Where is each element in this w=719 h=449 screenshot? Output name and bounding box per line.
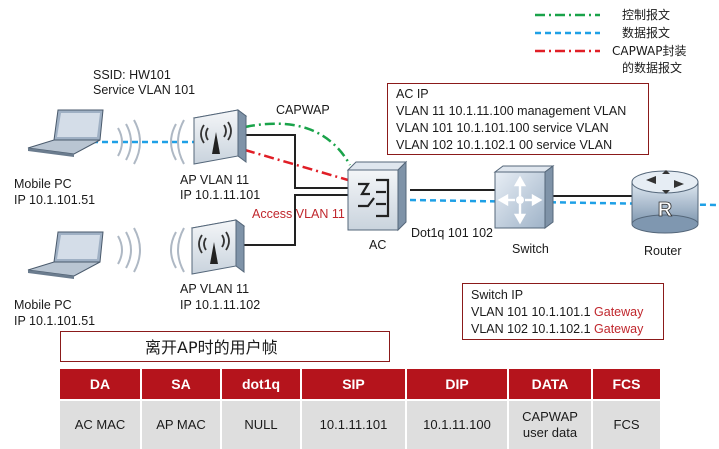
cell-data: CAPWAP user data	[509, 399, 593, 449]
cell-dot1q: NULL	[222, 399, 302, 449]
ac-ip-title: AC IP	[396, 87, 429, 101]
access-point-icon	[190, 219, 246, 275]
ap1-ip: IP 10.1.11.101	[180, 188, 261, 202]
legend-capwap-label: CAPWAP封装	[612, 44, 687, 58]
header-sip: SIP	[302, 369, 407, 399]
header-dot1q: dot1q	[222, 369, 302, 399]
cell-da: AC MAC	[60, 399, 142, 449]
ac-ip-row: VLAN 102 10.1.102.1 00 service VLAN	[396, 138, 613, 152]
ac-ip-row: VLAN 11 10.1.11.100 management VLAN	[396, 104, 627, 118]
header-fcs: FCS	[593, 369, 660, 399]
cell-sa: AP MAC	[142, 399, 222, 449]
switch-ip-row-text: VLAN 102 10.1.102.1	[471, 322, 595, 336]
wireless-waves-icon	[170, 119, 185, 165]
switch-icon	[493, 165, 555, 229]
ap2-vlan: AP VLAN 11	[180, 282, 250, 296]
wireless-waves-icon	[117, 119, 141, 165]
ap1-vlan: AP VLAN 11	[180, 173, 250, 187]
ac-ip-row: VLAN 101 10.1.101.100 service VLAN	[396, 121, 609, 135]
header-sa: SA	[142, 369, 222, 399]
capwap-data-path	[244, 148, 349, 182]
switch-ip-title: Switch IP	[471, 288, 524, 302]
header-dip: DIP	[407, 369, 509, 399]
switch-label: Switch	[512, 242, 549, 256]
switch-ip-row: VLAN 101 10.1.101.1 Gateway	[471, 304, 663, 321]
pc2-ip: IP 10.1.101.51	[14, 314, 96, 328]
router-label: Router	[644, 244, 682, 258]
table-row: AC MAC AP MAC NULL 10.1.11.101 10.1.11.1…	[60, 399, 660, 449]
pc1-ip: IP 10.1.101.51	[14, 193, 96, 207]
service-vlan-label: Service VLAN 101	[93, 83, 196, 97]
ap2-ip: IP 10.1.11.102	[180, 298, 261, 312]
wireless-waves-icon	[117, 227, 141, 273]
router-icon: R	[631, 170, 699, 234]
frame-fields-table: DA SA dot1q SIP DIP DATA FCS AC MAC AP M…	[60, 369, 660, 449]
wireless-waves-icon	[170, 227, 185, 273]
header-da: DA	[60, 369, 142, 399]
access-point-icon	[192, 109, 248, 165]
legend-capwap-label-line2: 的数据报文	[622, 61, 683, 75]
trunk-label: Dot1q 101 102	[411, 226, 494, 240]
switch-ip-box: Switch IP VLAN 101 10.1.101.1 Gateway VL…	[462, 283, 664, 340]
frame-title: 离开AP时的用户帧	[60, 331, 390, 362]
cell-sip: 10.1.11.101	[302, 399, 407, 449]
ac-ip-box: AC IP VLAN 11 10.1.11.100 management VLA…	[387, 83, 649, 155]
ac-label: AC	[369, 238, 387, 252]
access-vlan-label: Access VLAN 11	[252, 207, 345, 221]
pc1-name: Mobile PC	[14, 177, 72, 191]
table-header-row: DA SA dot1q SIP DIP DATA FCS	[60, 369, 660, 399]
wired-links	[243, 134, 640, 246]
capwap-tunnel-label: CAPWAP	[276, 103, 330, 117]
ssid-label: SSID: HW101	[93, 68, 171, 82]
gateway-tag: Gateway	[594, 305, 644, 319]
gateway-tag: Gateway	[594, 322, 644, 336]
laptop-icon	[27, 231, 104, 279]
laptop-icon	[27, 109, 104, 157]
access-controller-icon	[346, 160, 408, 232]
legend-data-label: 数据报文	[622, 26, 671, 40]
cell-dip: 10.1.11.100	[407, 399, 509, 449]
legend-control-label: 控制报文	[622, 8, 671, 22]
header-data: DATA	[509, 369, 593, 399]
pc2-name: Mobile PC	[14, 298, 72, 312]
switch-ip-row-text: VLAN 101 10.1.101.1	[471, 305, 595, 319]
svg-text:R: R	[658, 199, 673, 221]
control-flow-path	[244, 122, 352, 166]
switch-ip-row: VLAN 102 10.1.102.1 Gateway	[471, 321, 663, 338]
cell-fcs: FCS	[593, 399, 660, 449]
